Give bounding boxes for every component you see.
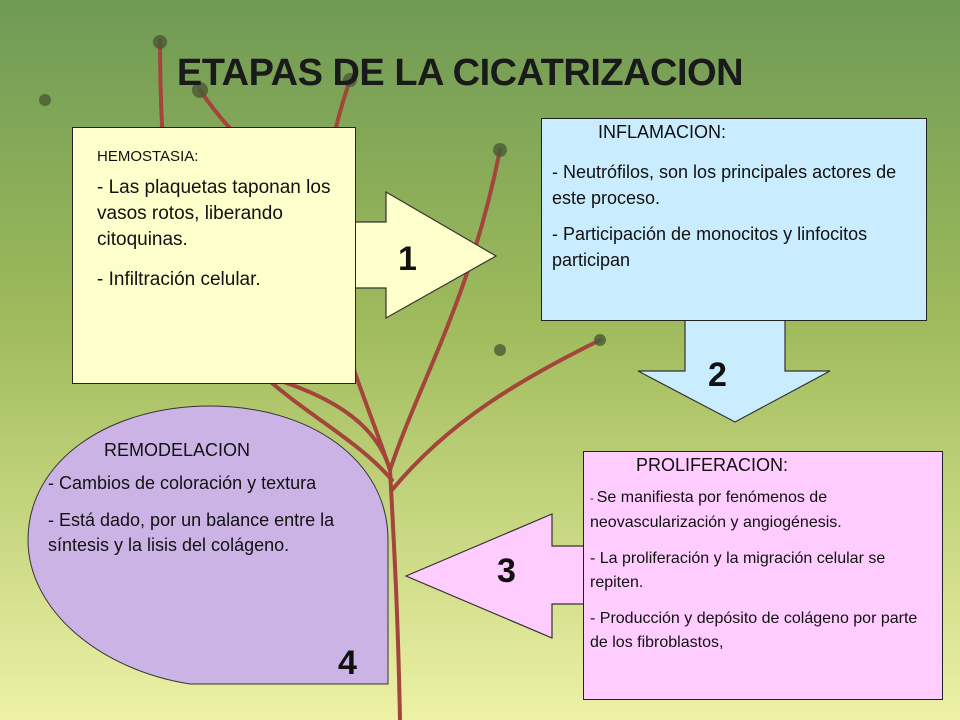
proliferacion-item-3: - Producción y depósito de colágeno por … xyxy=(590,610,918,651)
stage-number-1: 1 xyxy=(398,240,417,278)
inflamacion-item-1: - Neutrófilos, son los principales actor… xyxy=(552,162,897,208)
proliferacion-item-1-text: Se manifiesta por fenómenos de neovascul… xyxy=(590,489,842,531)
arrow-1-right xyxy=(353,190,498,320)
stage-number-3: 3 xyxy=(497,552,516,590)
proliferacion-item-1: - Se manifiesta por fenómenos de neovasc… xyxy=(590,486,934,535)
arrow-3-left xyxy=(404,513,587,639)
remodelacion-box: REMODELACION - Cambios de coloración y t… xyxy=(48,440,378,570)
stage-number-4: 4 xyxy=(338,644,357,682)
proliferacion-item-2: - La proliferación y la migración celula… xyxy=(590,550,886,591)
proliferacion-box: PROLIFERACION: - Se manifiesta por fenóm… xyxy=(583,451,943,700)
hemostasia-box: HEMOSTASIA: - Las plaquetas taponan los … xyxy=(72,127,356,384)
remodelacion-shape xyxy=(27,405,389,685)
hemostasia-item-2: - Infiltración celular. xyxy=(97,269,261,290)
remodelacion-item-1: - Cambios de coloración y textura xyxy=(48,473,317,493)
plant-leaves xyxy=(39,35,606,356)
inflamacion-box: INFLAMACION: - Neutrófilos, son los prin… xyxy=(541,118,927,321)
inflamacion-heading: INFLAMACION: xyxy=(598,122,727,142)
hemostasia-item-1: - Las plaquetas taponan los vasos rotos,… xyxy=(97,177,331,250)
proliferacion-item-1-prefix: - xyxy=(590,493,597,505)
inflamacion-item-2: - Participación de monocitos y linfocito… xyxy=(552,224,868,270)
proliferacion-heading: PROLIFERACION: xyxy=(636,455,789,475)
arrow-2-down xyxy=(637,317,831,423)
stage-number-2: 2 xyxy=(708,356,727,394)
diagram-title: ETAPAS DE LA CICATRIZACION xyxy=(176,52,744,94)
remodelacion-heading: REMODELACION xyxy=(104,440,251,460)
hemostasia-heading: HEMOSTASIA: xyxy=(97,148,199,165)
remodelacion-item-2: - Está dado, por un balance entre la sín… xyxy=(48,510,335,555)
